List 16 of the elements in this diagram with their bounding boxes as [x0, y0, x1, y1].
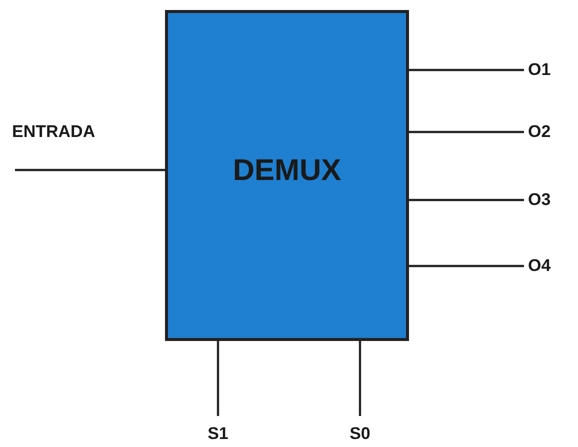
signal-name: S0 — [345, 422, 375, 446]
signal-line — [409, 198, 524, 202]
signal-line — [358, 341, 362, 416]
block-title: DEMUX — [232, 154, 342, 188]
signal-line — [15, 168, 165, 172]
edge-label: ENTRADA — [12, 122, 96, 142]
signal-name: O1 — [528, 58, 568, 82]
signal-line — [409, 264, 524, 268]
signal-name: O2 — [528, 120, 568, 144]
signal-name: O4 — [528, 254, 568, 278]
demultiplexer-block — [165, 10, 409, 341]
signal-line — [216, 341, 220, 416]
signal-line — [409, 68, 524, 72]
signal-name: O3 — [528, 188, 568, 212]
signal-name: S1 — [203, 422, 233, 446]
signal-line — [409, 130, 524, 134]
